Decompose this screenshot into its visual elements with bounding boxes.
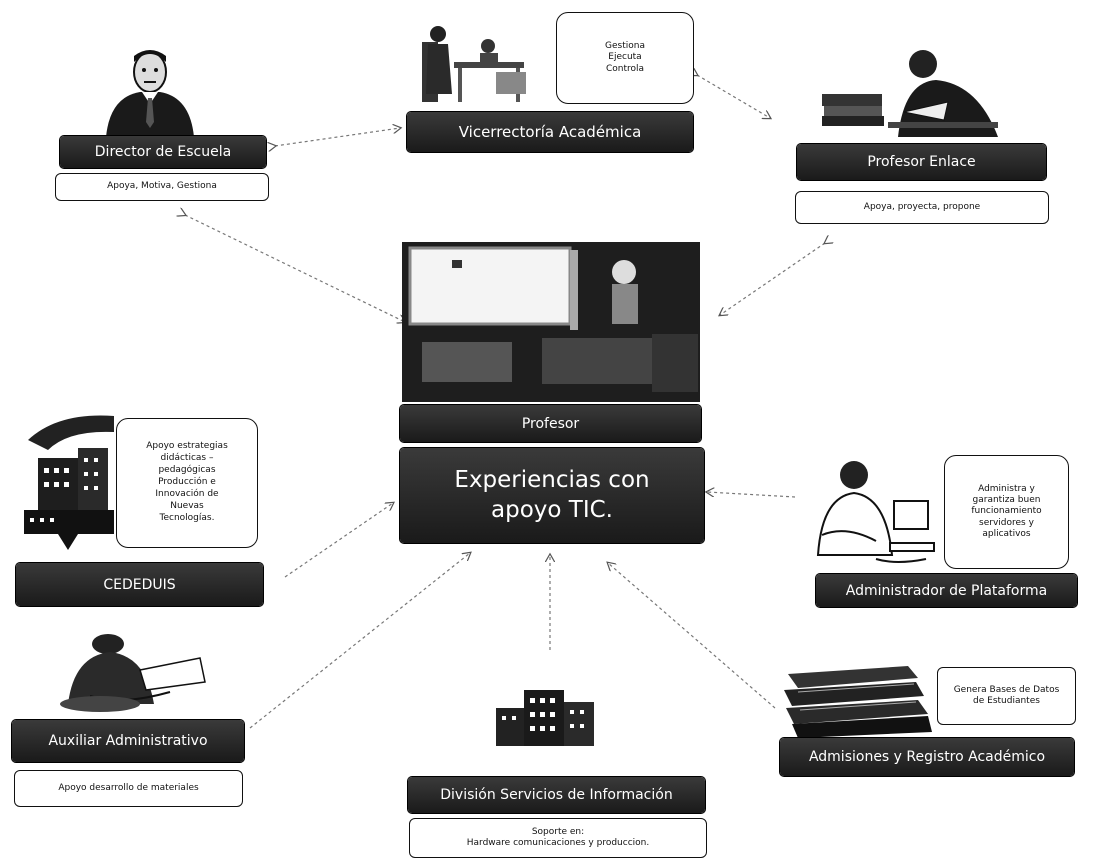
stacked-books-icon — [784, 666, 932, 738]
arrow-cededuis-center — [284, 503, 393, 578]
meeting-people-icon — [422, 26, 526, 102]
classroom-teacher-icon — [402, 242, 700, 402]
computer-user-icon — [816, 461, 935, 563]
admisiones-note: Genera Bases de Datos de Estudiantes — [937, 667, 1076, 725]
admin-plataforma-title: Administrador de Plataforma — [816, 574, 1077, 607]
auxiliar-title: Auxiliar Administrativo — [12, 720, 244, 762]
man-reading-icon — [822, 50, 998, 137]
division-title: División Servicios de Información — [408, 777, 705, 813]
arrow-director-vicerrectoria — [275, 128, 400, 146]
admisiones-title: Admisiones y Registro Académico — [780, 738, 1074, 776]
man-with-tie-icon — [106, 50, 194, 137]
arrow-vicerrectoria-enlace — [697, 75, 770, 118]
cededuis-note: Apoyo estrategias didácticas – pedagógic… — [116, 418, 258, 548]
office-worker-icon — [60, 634, 206, 712]
arrow-auxiliar-center — [249, 553, 470, 729]
city-buildings-icon — [24, 415, 114, 550]
vicerrectoria-note: Gestiona Ejecuta Controla — [556, 12, 694, 104]
admin-plataforma-note: Administra y garantiza buen funcionamien… — [944, 455, 1069, 569]
director-note: Apoya, Motiva, Gestiona — [55, 173, 269, 201]
vicerrectoria-title: Vicerrectoría Académica — [407, 112, 693, 152]
arrow-director-profesor — [185, 215, 405, 322]
arrow-admisiones-center — [608, 563, 776, 709]
cededuis-title: CEDEDUIS — [16, 563, 263, 606]
auxiliar-note: Apoyo desarrollo de materiales — [14, 770, 243, 807]
profesor-title: Profesor — [400, 405, 701, 442]
enlace-title: Profesor Enlace — [797, 144, 1046, 180]
building-icon — [496, 690, 594, 746]
arrow-enlace-profesor — [720, 243, 825, 315]
center-title: Experiencias con apoyo TIC. — [400, 448, 704, 543]
arrow-admin-center — [707, 492, 796, 498]
enlace-note: Apoya, proyecta, propone — [795, 191, 1049, 224]
division-note: Soporte en: Hardware comunicaciones y pr… — [409, 818, 707, 858]
director-title: Director de Escuela — [60, 136, 266, 168]
